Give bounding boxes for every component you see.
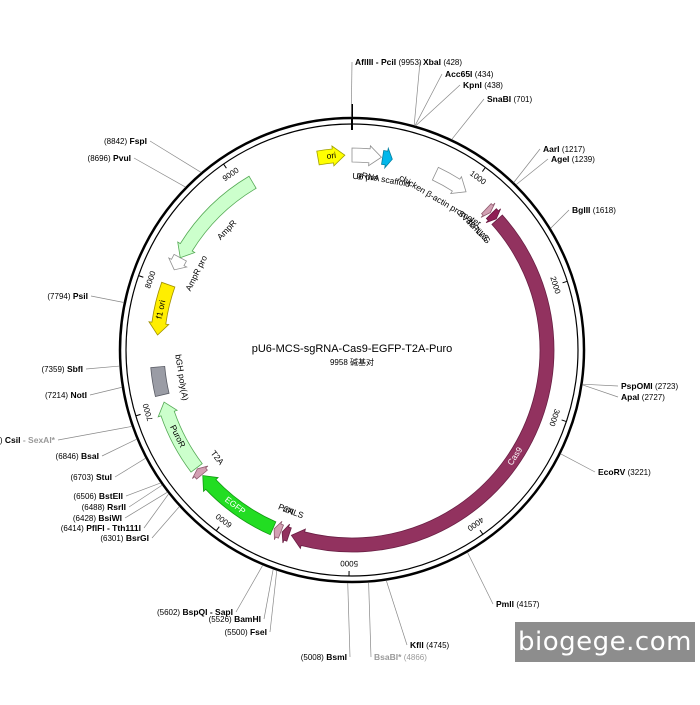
site-label-bsai: (6846) BsaI [56,451,99,461]
tick-mark [136,414,141,415]
tick-label: 1000 [468,169,488,187]
site-label-bsabi: BsaBI* (4866) [374,652,427,662]
tick-mark [482,168,485,172]
site-label-snabi: SnaBI (701) [487,94,532,104]
site-label-bsmi: (5008) BsmI [301,652,347,662]
feature-label-ori: ori [326,150,337,161]
feature-label-ampr-pro: AmpR pro [183,254,209,293]
site-label-pspomi: PspOMI (2723) [621,381,678,391]
site-leader-csii [58,426,132,440]
tick-label: 3000 [547,408,561,428]
feature-chicken-actin-promoter [432,167,466,193]
feature-ampr [178,176,256,257]
tick-label: 6000 [214,511,234,529]
site-label-pvui: (8696) PvuI [88,153,131,163]
site-label-pflfi-tth111i: (6414) PflFI - Tth111I [61,523,141,533]
site-leader-fspi [150,141,201,172]
site-label-fspi: (8842) FspI [104,136,147,146]
site-leader-noti [90,387,122,395]
site-label-bspqi-sapi: (5602) BspQI - SapI [157,607,233,617]
feature-nnls [282,524,291,543]
tick-mark [563,281,568,283]
tick-label: 4000 [465,515,485,533]
plasmid-size: 9958 碱基对 [330,357,374,367]
feature-grna-scaffold [382,148,393,168]
site-label-csii: (6939) CsiI - SexAI* [0,435,56,445]
site-leader-snabi [452,99,484,139]
tick-label: 5000 [340,559,358,568]
plasmid-name: pU6-MCS-sgRNA-Cas9-EGFP-T2A-Puro [252,343,452,355]
site-leader-bglii [551,210,569,228]
site-label-stui: (6703) StuI [70,472,112,482]
site-leader-pvui [134,158,185,187]
tick-mark [224,164,227,168]
site-leader-ecorv [561,454,595,472]
site-leader-stui [115,458,146,477]
site-label-afliii-pcii: AflIII - PciI (9953) [355,57,422,67]
site-leader-apai [582,385,618,397]
feature-cas9 [291,215,554,552]
site-label-psii: (7794) PsiI [47,291,88,301]
site-label-fsei: (5500) FseI [224,627,267,637]
site-leader-kfli [386,580,407,645]
site-label-kfli: KflI (4745) [410,640,450,650]
tick-mark [216,527,219,531]
site-label-aari: AarI (1217) [543,144,585,154]
tick-mark [480,530,483,534]
tick-label: 7000 [141,402,155,422]
site-label-apai: ApaI (2727) [621,392,665,402]
site-label-pmli: PmlI (4157) [496,599,540,609]
feature-bgh-poly-a [151,366,169,396]
tick-label: 2000 [548,275,562,295]
site-label-bsrgi: (6301) BsrGI [100,533,149,543]
feature-label-bgh-poly-a: bGH poly(A) [173,354,190,402]
site-label-agei: AgeI (1239) [551,154,595,164]
site-leader-bspqi-sapi [236,565,263,612]
site-leader-aari [514,149,540,182]
site-label-acc65i: Acc65I (434) [445,69,494,79]
site-leader-bsai [102,439,137,456]
feature-label-t2a: T2A [209,448,227,467]
site-leader-pspomi [582,384,618,386]
site-leader-pmli [468,552,493,604]
site-leader-bsabi [369,582,371,657]
site-leader-sbfi [86,366,120,369]
tick-label: 9000 [221,165,241,183]
site-label-bsiwi: (6428) BsiWI [73,513,122,523]
site-leader-kpni [416,85,460,126]
site-label-bglii: BglII (1618) [572,205,616,215]
site-label-xbai: XbaI (428) [423,57,462,67]
site-leader-bsmi [348,583,350,657]
tick-label: 8000 [143,269,158,289]
feature-u6-pro [352,146,381,166]
tick-mark [562,420,567,422]
site-label-kpni: KpnI (438) [463,80,503,90]
site-label-rsrii: (6488) RsrII [82,502,126,512]
feature-label-ampr: AmpR [215,218,239,242]
site-label-bsteii: (6506) BstEII [73,491,123,501]
site-label-ecorv: EcoRV (3221) [598,467,651,477]
site-leader-xbai [414,62,420,125]
site-label-noti: (7214) NotI [45,390,87,400]
site-leader-psii [91,296,124,302]
tick-mark [139,276,144,278]
site-leader-bamhi [264,569,273,619]
watermark-logo: biogege.com [515,622,695,662]
site-label-sbfi: (7359) SbfI [41,364,83,374]
site-leader-acc65i [415,74,442,126]
site-leader-agei [516,159,548,185]
